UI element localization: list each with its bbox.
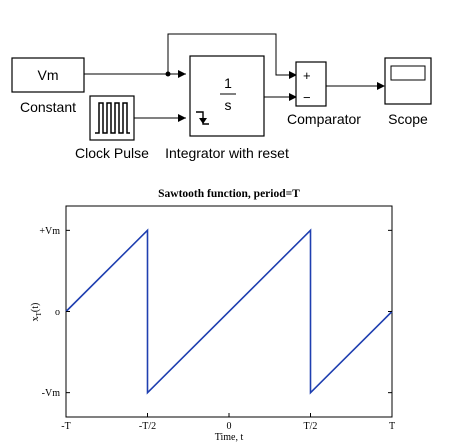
x-tick-label: 0 xyxy=(227,421,232,432)
x-axis-label: Time, t xyxy=(215,432,244,443)
comparator-label: Comparator xyxy=(287,111,361,127)
comparator-minus-sign: − xyxy=(303,90,311,105)
comparator-block[interactable]: + − xyxy=(295,61,327,107)
block-diagram: Vm Constant Clock Pulse 1 s Integrator w… xyxy=(11,33,432,161)
tick-layer: -T -T/2 0 T/2 T -Vm o +Vm xyxy=(39,226,395,432)
arrowhead xyxy=(377,82,385,90)
scope-screen-icon xyxy=(390,65,426,81)
arrowhead xyxy=(178,114,186,122)
clock-pulse-block[interactable] xyxy=(89,95,135,141)
x-tick-label: T/2 xyxy=(304,421,318,432)
series-layer xyxy=(65,228,393,395)
y-tick-label: -Vm xyxy=(42,388,61,399)
wire-branch-to-comparator xyxy=(167,33,290,76)
chart-title: Sawtooth function, period=T xyxy=(158,188,300,200)
pulse-wave-icon xyxy=(95,102,130,134)
y-axis-label: xT(t) xyxy=(30,303,43,322)
comparator-plus-sign: + xyxy=(303,68,311,83)
x-tick-label: -T/2 xyxy=(139,421,156,432)
arrowhead xyxy=(289,71,297,79)
scope-block[interactable] xyxy=(384,57,432,105)
reset-arrow-icon xyxy=(199,118,207,124)
scope-label: Scope xyxy=(388,111,428,127)
integrator-block[interactable]: 1 s xyxy=(189,55,265,137)
integrator-label: Integrator with reset xyxy=(165,145,289,161)
constant-value: Vm xyxy=(38,67,59,83)
arrowhead xyxy=(178,70,186,78)
integrator-denominator: s xyxy=(225,97,232,113)
x-tick-label: -T xyxy=(61,421,70,432)
y-tick-label: o xyxy=(55,307,60,318)
constant-label: Constant xyxy=(20,99,76,115)
arrowhead xyxy=(289,93,297,101)
y-tick-label: +Vm xyxy=(39,226,60,237)
sawtooth-series-line xyxy=(65,228,393,395)
clock-pulse-label: Clock Pulse xyxy=(75,145,149,161)
integrator-numerator: 1 xyxy=(224,75,232,91)
x-tick-label: T xyxy=(389,421,395,432)
constant-block[interactable]: Vm xyxy=(11,57,85,93)
